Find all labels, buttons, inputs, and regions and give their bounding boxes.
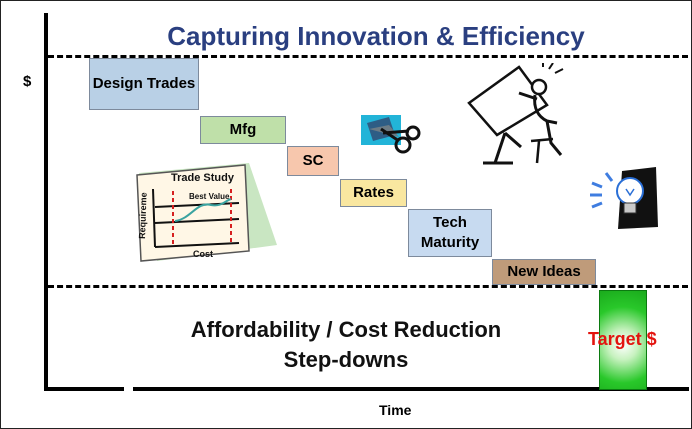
scissors-money-icon [361,115,421,154]
trade-study-chart-icon: Trade Study Best Value Requireme Cost [136,163,277,262]
x-axis-label: Time [379,402,412,418]
lightbulb-idea-icon [590,167,658,229]
upper-dashed-line [48,55,688,58]
affordability-line-2: Step-downs [283,347,409,372]
target-label: Target $ [588,329,657,349]
y-axis-line [44,13,48,390]
step-new-ideas: New Ideas [492,259,596,285]
step-rates: Rates [340,179,407,207]
x-axis-line-left [44,387,124,391]
step-design-trades: Design Trades [89,58,199,110]
best-value-label: Best Value [189,192,230,201]
affordability-line-1: Affordability / Cost Reduction [190,317,502,342]
step-sc: SC [287,146,339,176]
lower-dashed-line [48,285,688,288]
y-axis-label: $ [23,73,32,90]
requirements-label: Requireme [137,192,149,239]
trade-study-title: Trade Study [171,172,235,184]
slide-title: Capturing Innovation & Efficiency [167,21,585,51]
step-mfg: Mfg [200,116,286,144]
target-bar [599,290,647,390]
drafting-table-engineer-icon [467,63,564,165]
x-axis-line-right [133,387,689,391]
cost-label: Cost [193,249,213,259]
step-tech-maturity: Tech Maturity [408,209,492,257]
affordability-text: Affordability / Cost Reduction Step-down… [141,315,551,375]
